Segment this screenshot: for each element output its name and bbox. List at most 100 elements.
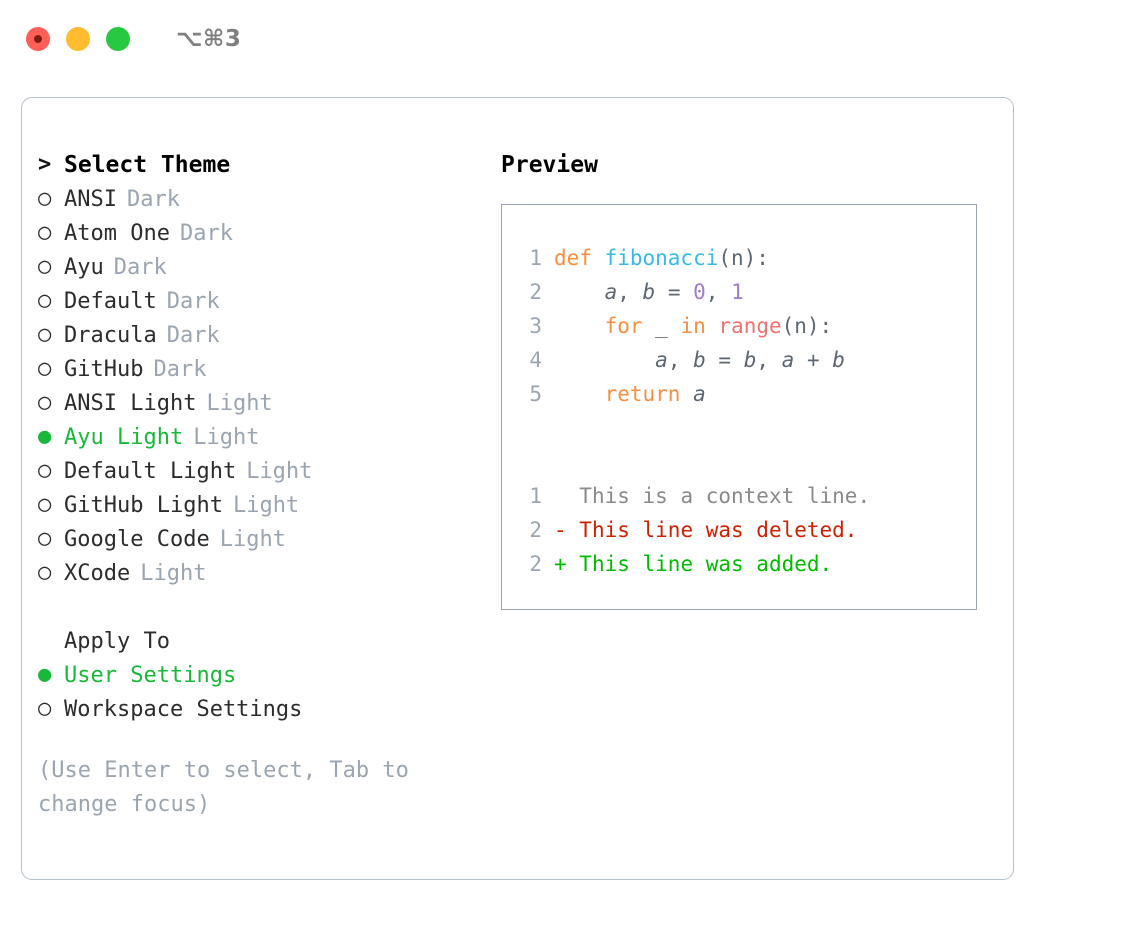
theme-list-item[interactable]: ○ GitHub Light Light: [38, 488, 468, 522]
line-number: 4: [529, 348, 542, 372]
radio-unselected-icon: ○: [38, 526, 52, 551]
line-number: 1: [529, 246, 542, 270]
apply-to-option[interactable]: ○Workspace Settings: [38, 692, 468, 726]
theme-name-label: Default: [64, 288, 157, 314]
preview-panel: Preview 1 def fibonacci(n): 2 a, b = 0, 1 3…: [501, 148, 991, 610]
code-token: (n):: [718, 246, 769, 270]
keyboard-shortcut-label: ⌥⌘3: [176, 26, 242, 52]
line-number: 1: [529, 484, 542, 508]
code-line-text: a, b = b, a + b: [554, 348, 845, 372]
theme-list-item[interactable]: ○ Google Code Light: [38, 522, 468, 556]
traffic-lights: [26, 27, 130, 51]
diff-line: 2 + This line was added.: [502, 547, 976, 581]
code-line-text: a, b = 0, 1: [554, 280, 744, 304]
maximize-button-icon[interactable]: [106, 27, 130, 51]
apply-to-label: User Settings: [64, 662, 237, 688]
apply-to-option[interactable]: ● User Settings: [38, 658, 468, 692]
code-line: 3 for _ in range(n):: [502, 309, 976, 343]
code-line-text: def fibonacci(n):: [554, 246, 769, 270]
diff-sample: 1 This is a context line. 2- This line wa…: [502, 479, 976, 581]
theme-name-label: GitHub Light: [64, 492, 223, 518]
close-button-icon[interactable]: [26, 27, 50, 51]
code-diff-gap-2: [502, 445, 976, 479]
line-number: 3: [529, 314, 542, 338]
line-number: 5: [529, 382, 542, 406]
diff-text: This line was deleted.: [566, 518, 858, 542]
radio-unselected-icon: ○: [38, 492, 52, 517]
theme-variant-label: Light: [193, 424, 260, 450]
preview-box: 1 def fibonacci(n): 2 a, b = 0, 1 3 for _ i…: [501, 204, 977, 610]
theme-variant-label: Light: [219, 526, 286, 552]
theme-list-item[interactable]: ○ GitHub Dark: [38, 352, 468, 386]
list-spacer: [38, 590, 468, 624]
diff-sign: +: [554, 552, 567, 576]
code-line: 4 a, b = b, a + b: [502, 343, 976, 377]
radio-unselected-icon: ○: [38, 390, 52, 415]
minimize-button-icon[interactable]: [66, 27, 90, 51]
close-dot-icon: [34, 35, 42, 43]
diff-sign: [554, 484, 567, 508]
code-line-text: for _ in range(n):: [554, 314, 833, 338]
theme-variant-label: Light: [206, 390, 273, 416]
code-line: 1 def fibonacci(n):: [502, 241, 976, 275]
theme-variant-label: Dark: [126, 186, 180, 212]
code-line-text: return a: [554, 382, 706, 406]
code-token: =: [655, 280, 694, 304]
line-number: 2: [529, 518, 542, 542]
code-token: a: [781, 348, 795, 372]
diff-text: This line was added.: [566, 552, 833, 576]
theme-name-label: GitHub: [64, 356, 144, 382]
code-token: b: [743, 348, 757, 372]
code-token: b: [832, 348, 845, 372]
keyboard-hint-text: (Use Enter to select, Tab to change focu…: [38, 758, 409, 817]
radio-unselected-icon: ○: [38, 254, 52, 279]
code-token: return: [604, 382, 681, 406]
code-token: fibonacci: [604, 246, 719, 270]
code-token: ,: [705, 280, 732, 304]
title-bar: ⌥⌘3: [0, 0, 1140, 78]
theme-variant-label: Light: [232, 492, 300, 518]
code-token: _: [642, 314, 681, 338]
code-token: +: [794, 348, 833, 372]
theme-name-label: Google Code: [64, 526, 210, 552]
code-token: a: [693, 382, 706, 406]
radio-unselected-icon: ○: [38, 560, 52, 585]
code-token: [706, 314, 719, 338]
theme-name-label: Ayu Light: [64, 424, 184, 450]
page-title: Select Theme: [64, 152, 231, 178]
radio-unselected-icon: ○: [38, 186, 52, 211]
theme-variant-label: Light: [140, 560, 207, 586]
code-token: def: [554, 246, 605, 270]
line-number: 2: [529, 552, 542, 576]
theme-name-label: Default Light: [64, 458, 237, 484]
code-diff-gap: [502, 411, 976, 445]
radio-unselected-icon: ○: [38, 356, 52, 381]
theme-variant-label: Dark: [166, 322, 220, 348]
preview-title: Preview: [501, 152, 598, 178]
code-token: 1: [731, 280, 744, 304]
code-token: in: [680, 314, 706, 338]
apply-to-list: ● User Settings ○Workspace Settings: [38, 658, 468, 726]
radio-unselected-icon: ○: [38, 458, 52, 483]
diff-sign: -: [554, 518, 567, 542]
theme-variant-label: Dark: [179, 220, 233, 246]
code-token: 0: [693, 280, 706, 304]
diff-line: 1 This is a context line.: [502, 479, 976, 513]
theme-variant-label: Dark: [153, 356, 207, 382]
code-token: [554, 280, 605, 304]
code-token: ,: [667, 348, 694, 372]
radio-selected-icon: ●: [38, 662, 52, 687]
